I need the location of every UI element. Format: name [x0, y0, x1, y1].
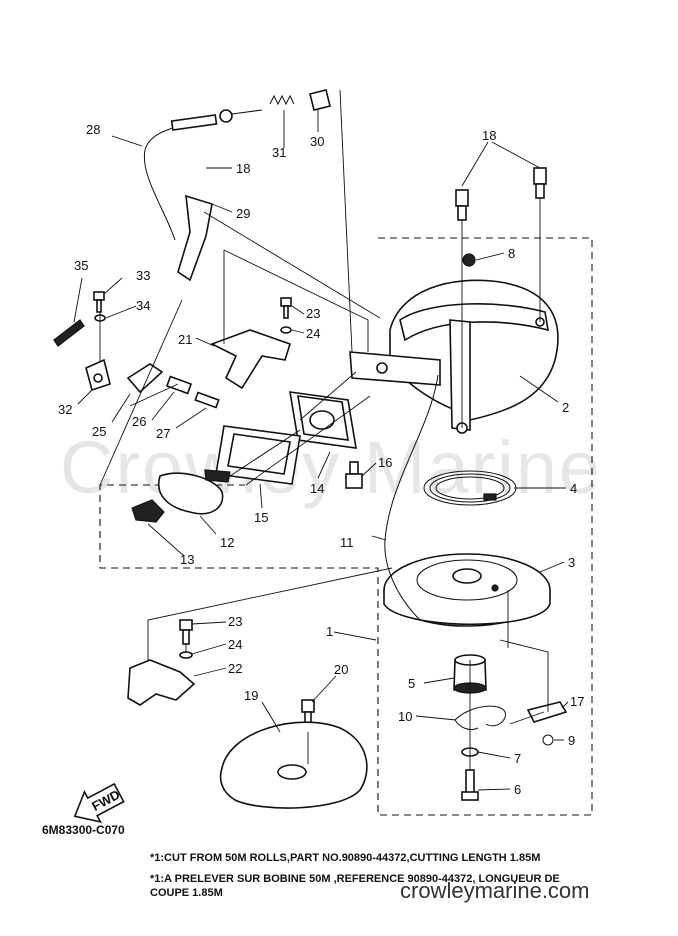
handle-insert [131, 499, 165, 523]
callout-18-a: 18 [236, 161, 250, 176]
starter-handle [157, 429, 301, 515]
callout-9: 9 [568, 733, 575, 748]
callout-23-b: 23 [228, 614, 242, 629]
assembly-boundary [99, 237, 593, 816]
screw-23-top [280, 297, 292, 319]
callout-24-a: 24 [306, 326, 320, 341]
callout-18-b: 18 [482, 128, 496, 143]
callout-labels: 28 31 30 18 18 29 8 35 33 34 23 24 21 2 … [58, 122, 584, 797]
drive-pawl [526, 701, 568, 723]
spring-31 [269, 94, 295, 106]
pawl-spring [542, 734, 554, 746]
diagram-code: 6M83300-C070 [42, 823, 125, 837]
pawl-clip [454, 705, 506, 731]
callout-26: 26 [132, 414, 146, 429]
callout-stubs [73, 110, 569, 791]
callout-23-a: 23 [306, 306, 320, 321]
note-french: *1:A PRELEVER SUR BOBINE 50M ,REFERENCE … [150, 873, 560, 899]
link-32 [85, 358, 111, 392]
callout-19: 19 [244, 688, 258, 703]
bolt-18-right [533, 167, 547, 199]
starter-housing [349, 279, 559, 434]
callout-13: 13 [180, 552, 194, 567]
callout-22: 22 [228, 661, 242, 676]
note-english: *1:CUT FROM 50M ROLLS,PART NO.90890-4437… [150, 852, 541, 864]
callout-1: 1 [326, 624, 333, 639]
lever-bracket [209, 329, 291, 390]
callout-7: 7 [514, 751, 521, 766]
lever-25 [126, 363, 164, 394]
linkage-rod [165, 375, 220, 409]
bolt-16 [345, 461, 363, 489]
callout-11: 11 [340, 535, 354, 550]
stopper-35 [53, 319, 85, 347]
rope-guide [289, 391, 357, 449]
callout-5: 5 [408, 676, 415, 691]
callout-21: 21 [178, 332, 192, 347]
spiral-spring [423, 470, 517, 506]
screw-23-bottom [179, 619, 193, 645]
callout-34: 34 [136, 298, 150, 313]
washer-24-top [280, 326, 292, 334]
callout-31: 31 [272, 145, 286, 160]
callout-16: 16 [378, 455, 392, 470]
bolt-6 [461, 769, 479, 801]
callout-29: 29 [236, 206, 250, 221]
callout-4: 4 [570, 481, 577, 496]
nut-8 [462, 253, 476, 267]
rope-guide-seal [215, 425, 301, 485]
sheave-drum [383, 553, 551, 627]
callout-10: 10 [398, 709, 412, 724]
washer-24-bottom [179, 651, 193, 659]
screw-33 [93, 291, 105, 313]
starter-rope [384, 374, 439, 621]
callout-24-b: 24 [228, 637, 242, 652]
collar-30 [309, 89, 331, 111]
callout-32: 32 [58, 402, 72, 417]
callout-33: 33 [136, 268, 150, 283]
callout-8: 8 [508, 246, 515, 261]
cable-bracket [177, 194, 213, 282]
leader-lines [99, 89, 549, 770]
throttle-cable [143, 109, 263, 241]
callout-20: 20 [334, 662, 348, 677]
callout-2: 2 [562, 400, 569, 415]
callout-30: 30 [310, 134, 324, 149]
callout-17: 17 [570, 694, 584, 709]
callout-35: 35 [74, 258, 88, 273]
lock-lever [127, 659, 196, 706]
bolt-18-left [455, 189, 469, 221]
callout-12: 12 [220, 535, 234, 550]
callout-15: 15 [254, 510, 268, 525]
callout-25: 25 [92, 424, 106, 439]
callout-27: 27 [156, 426, 170, 441]
plate-19 [219, 721, 368, 809]
callout-3: 3 [568, 555, 575, 570]
callout-6: 6 [514, 782, 521, 797]
callout-28: 28 [86, 122, 100, 137]
callout-14: 14 [310, 481, 324, 496]
site-watermark: crowleymarine.com [400, 878, 590, 903]
